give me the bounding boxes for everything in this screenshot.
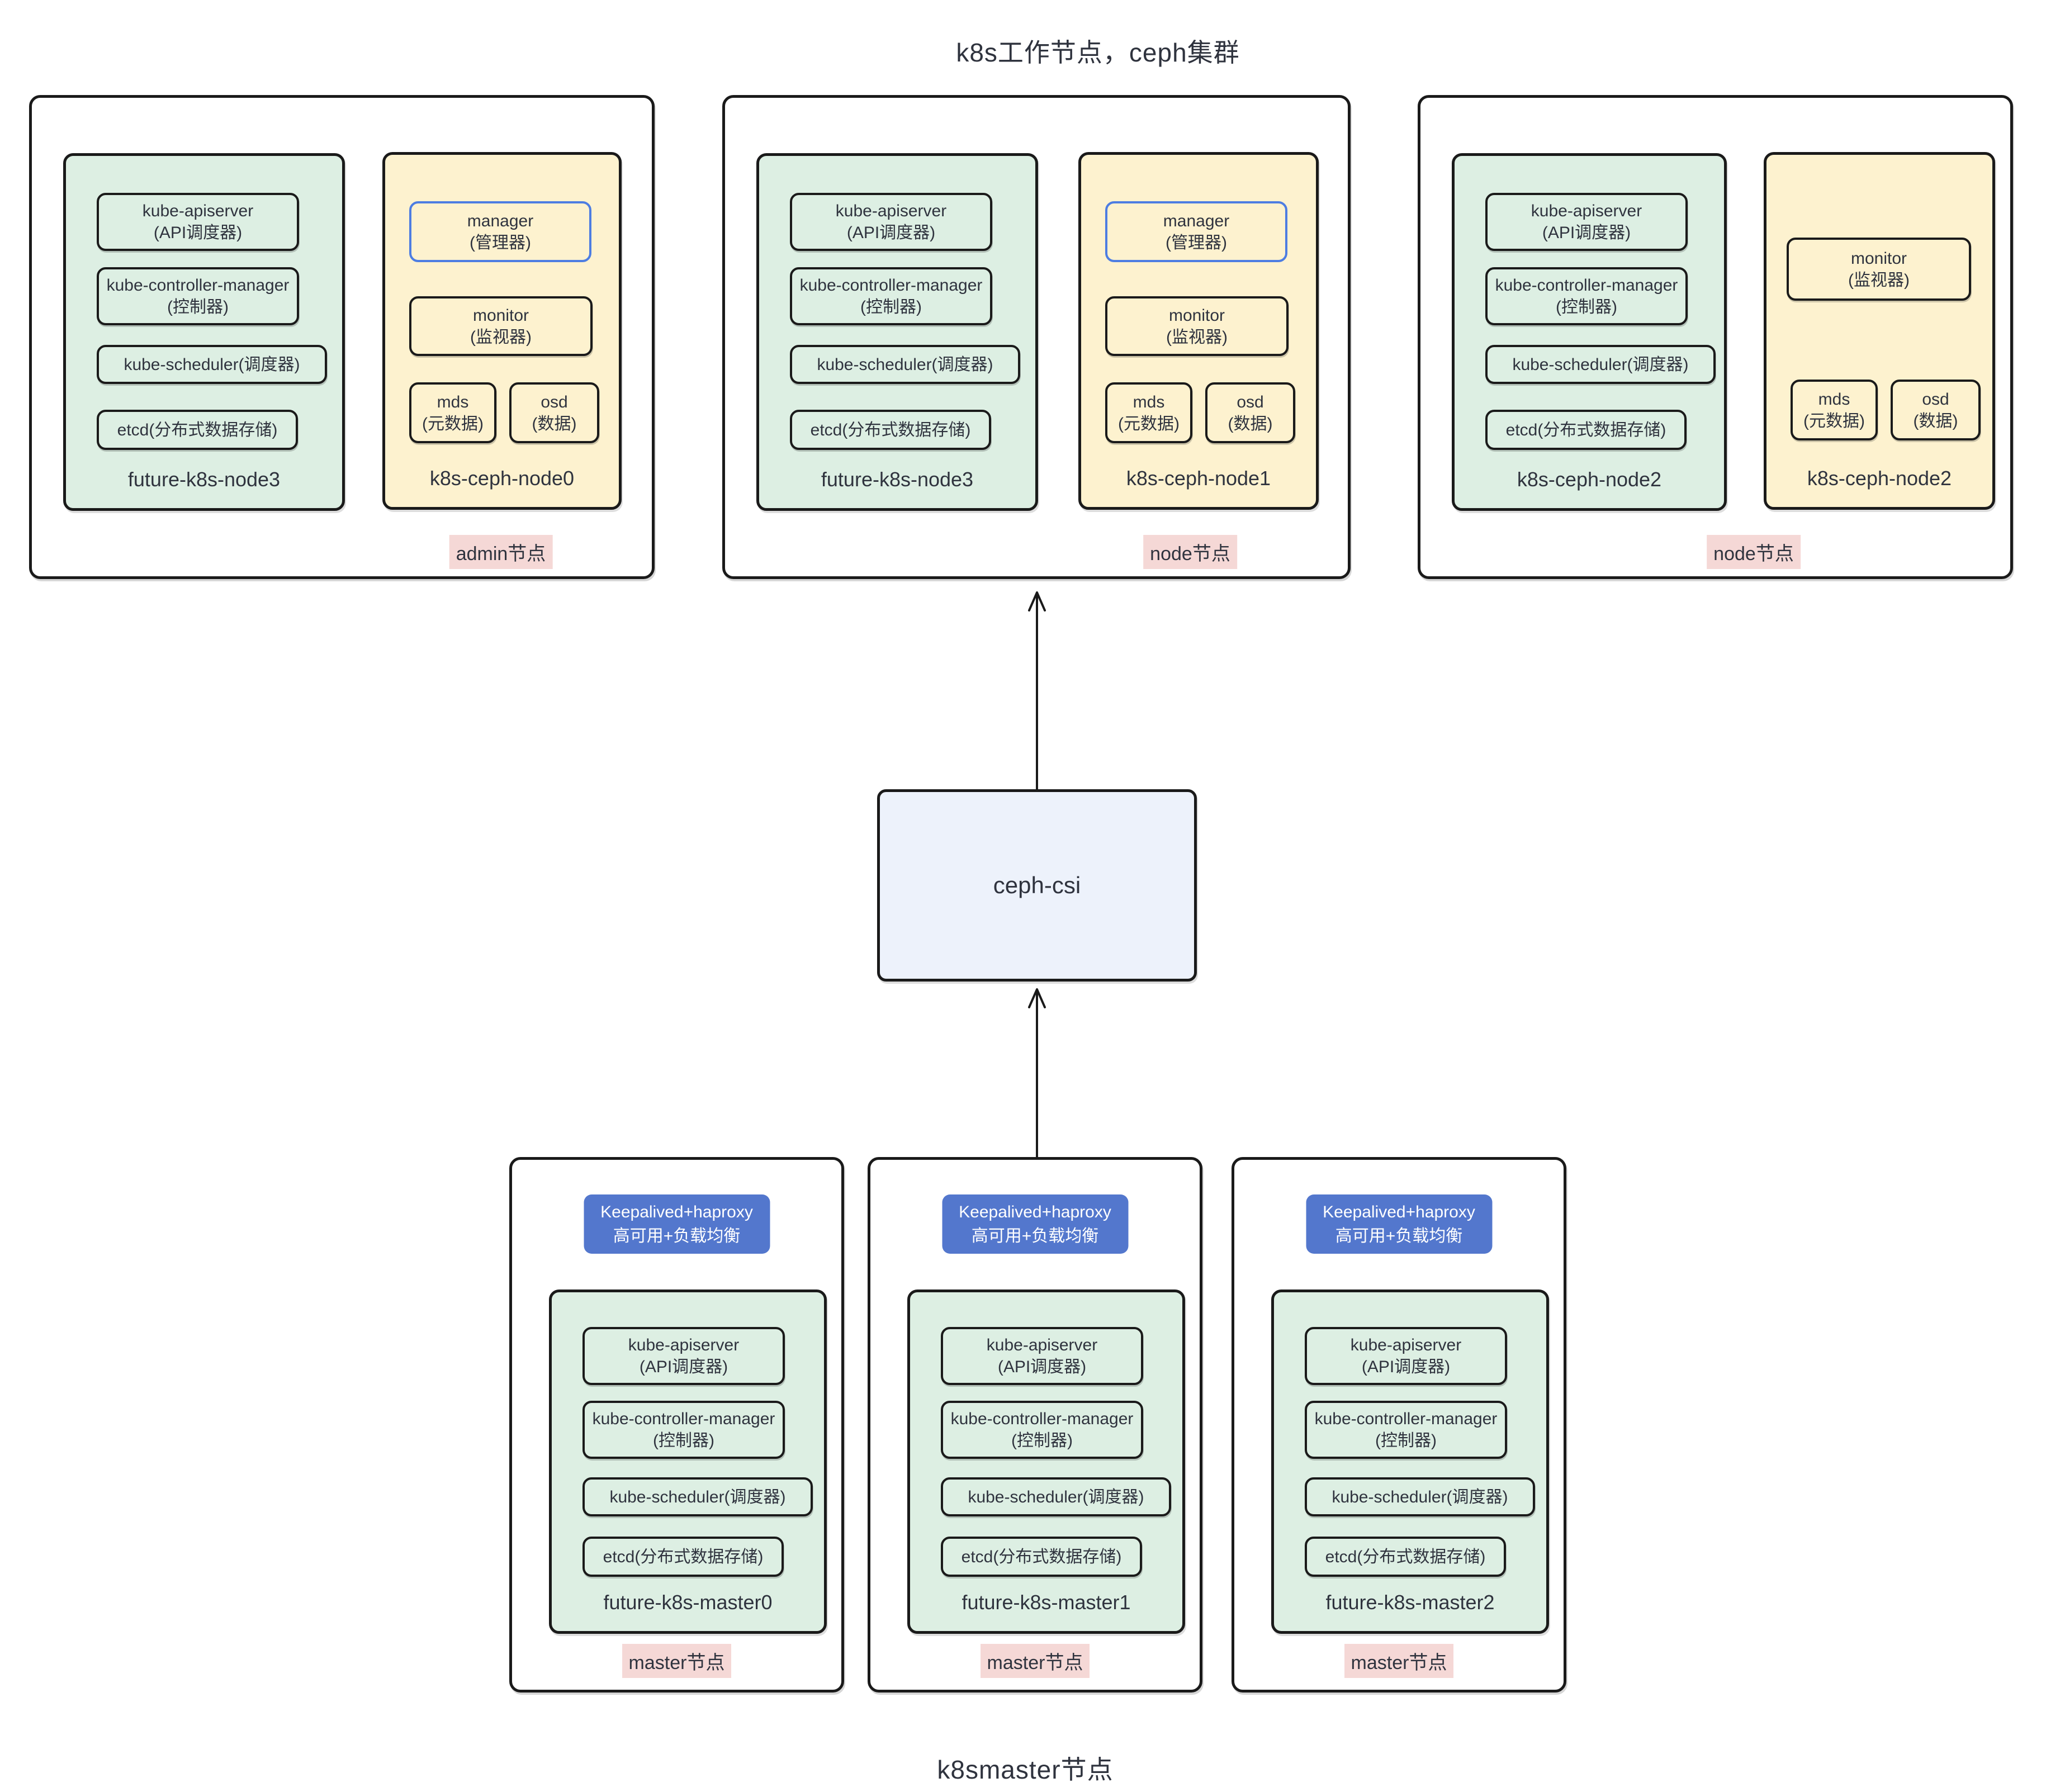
kube-panel: kube-apiserver (API调度器) kube-controller-… (907, 1290, 1185, 1634)
kube-scheduler-box: kube-scheduler(调度器) (1485, 345, 1716, 384)
kube-apiserver-box: kube-apiserver (API调度器) (1305, 1327, 1507, 1385)
ceph-csi-box: ceph-csi (877, 789, 1197, 982)
worker-group-node2: kube-apiserver (API调度器) kube-controller-… (1418, 95, 2013, 579)
ceph-osd-box: osd (数据) (1891, 380, 1981, 440)
worker-group-admin: kube-apiserver (API调度器) kube-controller-… (29, 95, 655, 579)
kube-controller-manager-box: kube-controller-manager (控制器) (582, 1401, 785, 1459)
etcd-box: etcd(分布式数据存储) (790, 410, 991, 450)
ceph-mds-box: mds (元数据) (1791, 380, 1878, 440)
role-badge-master: master节点 (1344, 1644, 1454, 1678)
etcd-box: etcd(分布式数据存储) (941, 1537, 1142, 1577)
master-group-2: Keepalived+haproxy 高可用+负载均衡 kube-apiserv… (1232, 1157, 1566, 1693)
kube-controller-manager-box: kube-controller-manager (控制器) (790, 267, 992, 325)
master-group-0: Keepalived+haproxy 高可用+负载均衡 kube-apiserv… (509, 1157, 844, 1693)
node-name: future-k8s-node3 (127, 468, 281, 491)
ceph-mds-box: mds (元数据) (409, 382, 496, 443)
arrow-masters-to-csi (1028, 988, 1046, 1162)
ceph-monitor-box: monitor (监视器) (1105, 296, 1289, 356)
kube-panel: kube-apiserver (API调度器) kube-controller-… (1452, 153, 1727, 511)
ceph-node-name: k8s-ceph-node2 (1807, 467, 1952, 490)
etcd-box: etcd(分布式数据存储) (1305, 1537, 1506, 1577)
kube-panel: kube-apiserver (API调度器) kube-controller-… (1271, 1290, 1549, 1634)
kube-apiserver-box: kube-apiserver (API调度器) (790, 193, 992, 251)
kube-apiserver-box: kube-apiserver (API调度器) (97, 193, 299, 251)
kube-controller-manager-box: kube-controller-manager (控制器) (97, 267, 299, 325)
kube-scheduler-box: kube-scheduler(调度器) (582, 1477, 813, 1516)
ceph-node-name: k8s-ceph-node0 (429, 467, 575, 490)
kube-scheduler-box: kube-scheduler(调度器) (97, 345, 327, 384)
keepalived-haproxy-box: Keepalived+haproxy 高可用+负载均衡 (584, 1194, 770, 1254)
role-badge-node: node节点 (1707, 535, 1801, 569)
role-badge-admin: admin节点 (449, 535, 553, 569)
kube-scheduler-box: kube-scheduler(调度器) (790, 345, 1020, 384)
keepalived-haproxy-box: Keepalived+haproxy 高可用+负载均衡 (1306, 1194, 1492, 1254)
diagram-title-bottom: k8smaster节点 (937, 1755, 1114, 1784)
kube-apiserver-box: kube-apiserver (API调度器) (1485, 193, 1688, 251)
ceph-osd-box: osd (数据) (509, 382, 599, 443)
ceph-manager-box: manager (管理器) (409, 201, 591, 262)
ceph-monitor-box: monitor (监视器) (1787, 238, 1971, 301)
node-name: future-k8s-node3 (821, 468, 974, 491)
ceph-osd-box: osd (数据) (1205, 382, 1295, 443)
kube-scheduler-box: kube-scheduler(调度器) (1305, 1477, 1535, 1516)
node-name: future-k8s-master1 (962, 1591, 1131, 1614)
kube-apiserver-box: kube-apiserver (API调度器) (941, 1327, 1143, 1385)
arrow-csi-to-workers (1028, 591, 1046, 793)
ceph-monitor-box: monitor (监视器) (409, 296, 593, 356)
kube-scheduler-box: kube-scheduler(调度器) (941, 1477, 1171, 1516)
ceph-panel: manager (管理器) monitor (监视器) mds (元数据) os… (1078, 152, 1319, 510)
kube-controller-manager-box: kube-controller-manager (控制器) (1485, 267, 1688, 325)
etcd-box: etcd(分布式数据存储) (97, 410, 298, 450)
role-badge-node: node节点 (1143, 535, 1237, 569)
keepalived-haproxy-box: Keepalived+haproxy 高可用+负载均衡 (942, 1194, 1128, 1254)
node-name: k8s-ceph-node2 (1517, 468, 1662, 491)
ceph-node-name: k8s-ceph-node1 (1126, 467, 1271, 490)
diagram-title-top: k8s工作节点，ceph集群 (956, 38, 1240, 67)
master-group-1: Keepalived+haproxy 高可用+负载均衡 kube-apiserv… (868, 1157, 1202, 1693)
etcd-box: etcd(分布式数据存储) (582, 1537, 784, 1577)
kube-panel: kube-apiserver (API调度器) kube-controller-… (549, 1290, 827, 1634)
ceph-panel: manager (管理器) monitor (监视器) mds (元数据) os… (382, 152, 622, 510)
ceph-panel: monitor (监视器) mds (元数据) osd (数据) k8s-cep… (1764, 152, 1995, 510)
role-badge-master: master节点 (622, 1644, 732, 1678)
node-name: future-k8s-master2 (1325, 1591, 1495, 1614)
kube-apiserver-box: kube-apiserver (API调度器) (582, 1327, 785, 1385)
ceph-manager-box: manager (管理器) (1105, 201, 1287, 262)
node-name: future-k8s-master0 (603, 1591, 773, 1614)
etcd-box: etcd(分布式数据存储) (1485, 410, 1687, 450)
kube-panel: kube-apiserver (API调度器) kube-controller-… (756, 153, 1038, 511)
kube-controller-manager-box: kube-controller-manager (控制器) (1305, 1401, 1507, 1459)
ceph-mds-box: mds (元数据) (1105, 382, 1192, 443)
kube-panel: kube-apiserver (API调度器) kube-controller-… (63, 153, 345, 511)
role-badge-master: master节点 (980, 1644, 1090, 1678)
kube-controller-manager-box: kube-controller-manager (控制器) (941, 1401, 1143, 1459)
worker-group-node1: kube-apiserver (API调度器) kube-controller-… (722, 95, 1351, 579)
